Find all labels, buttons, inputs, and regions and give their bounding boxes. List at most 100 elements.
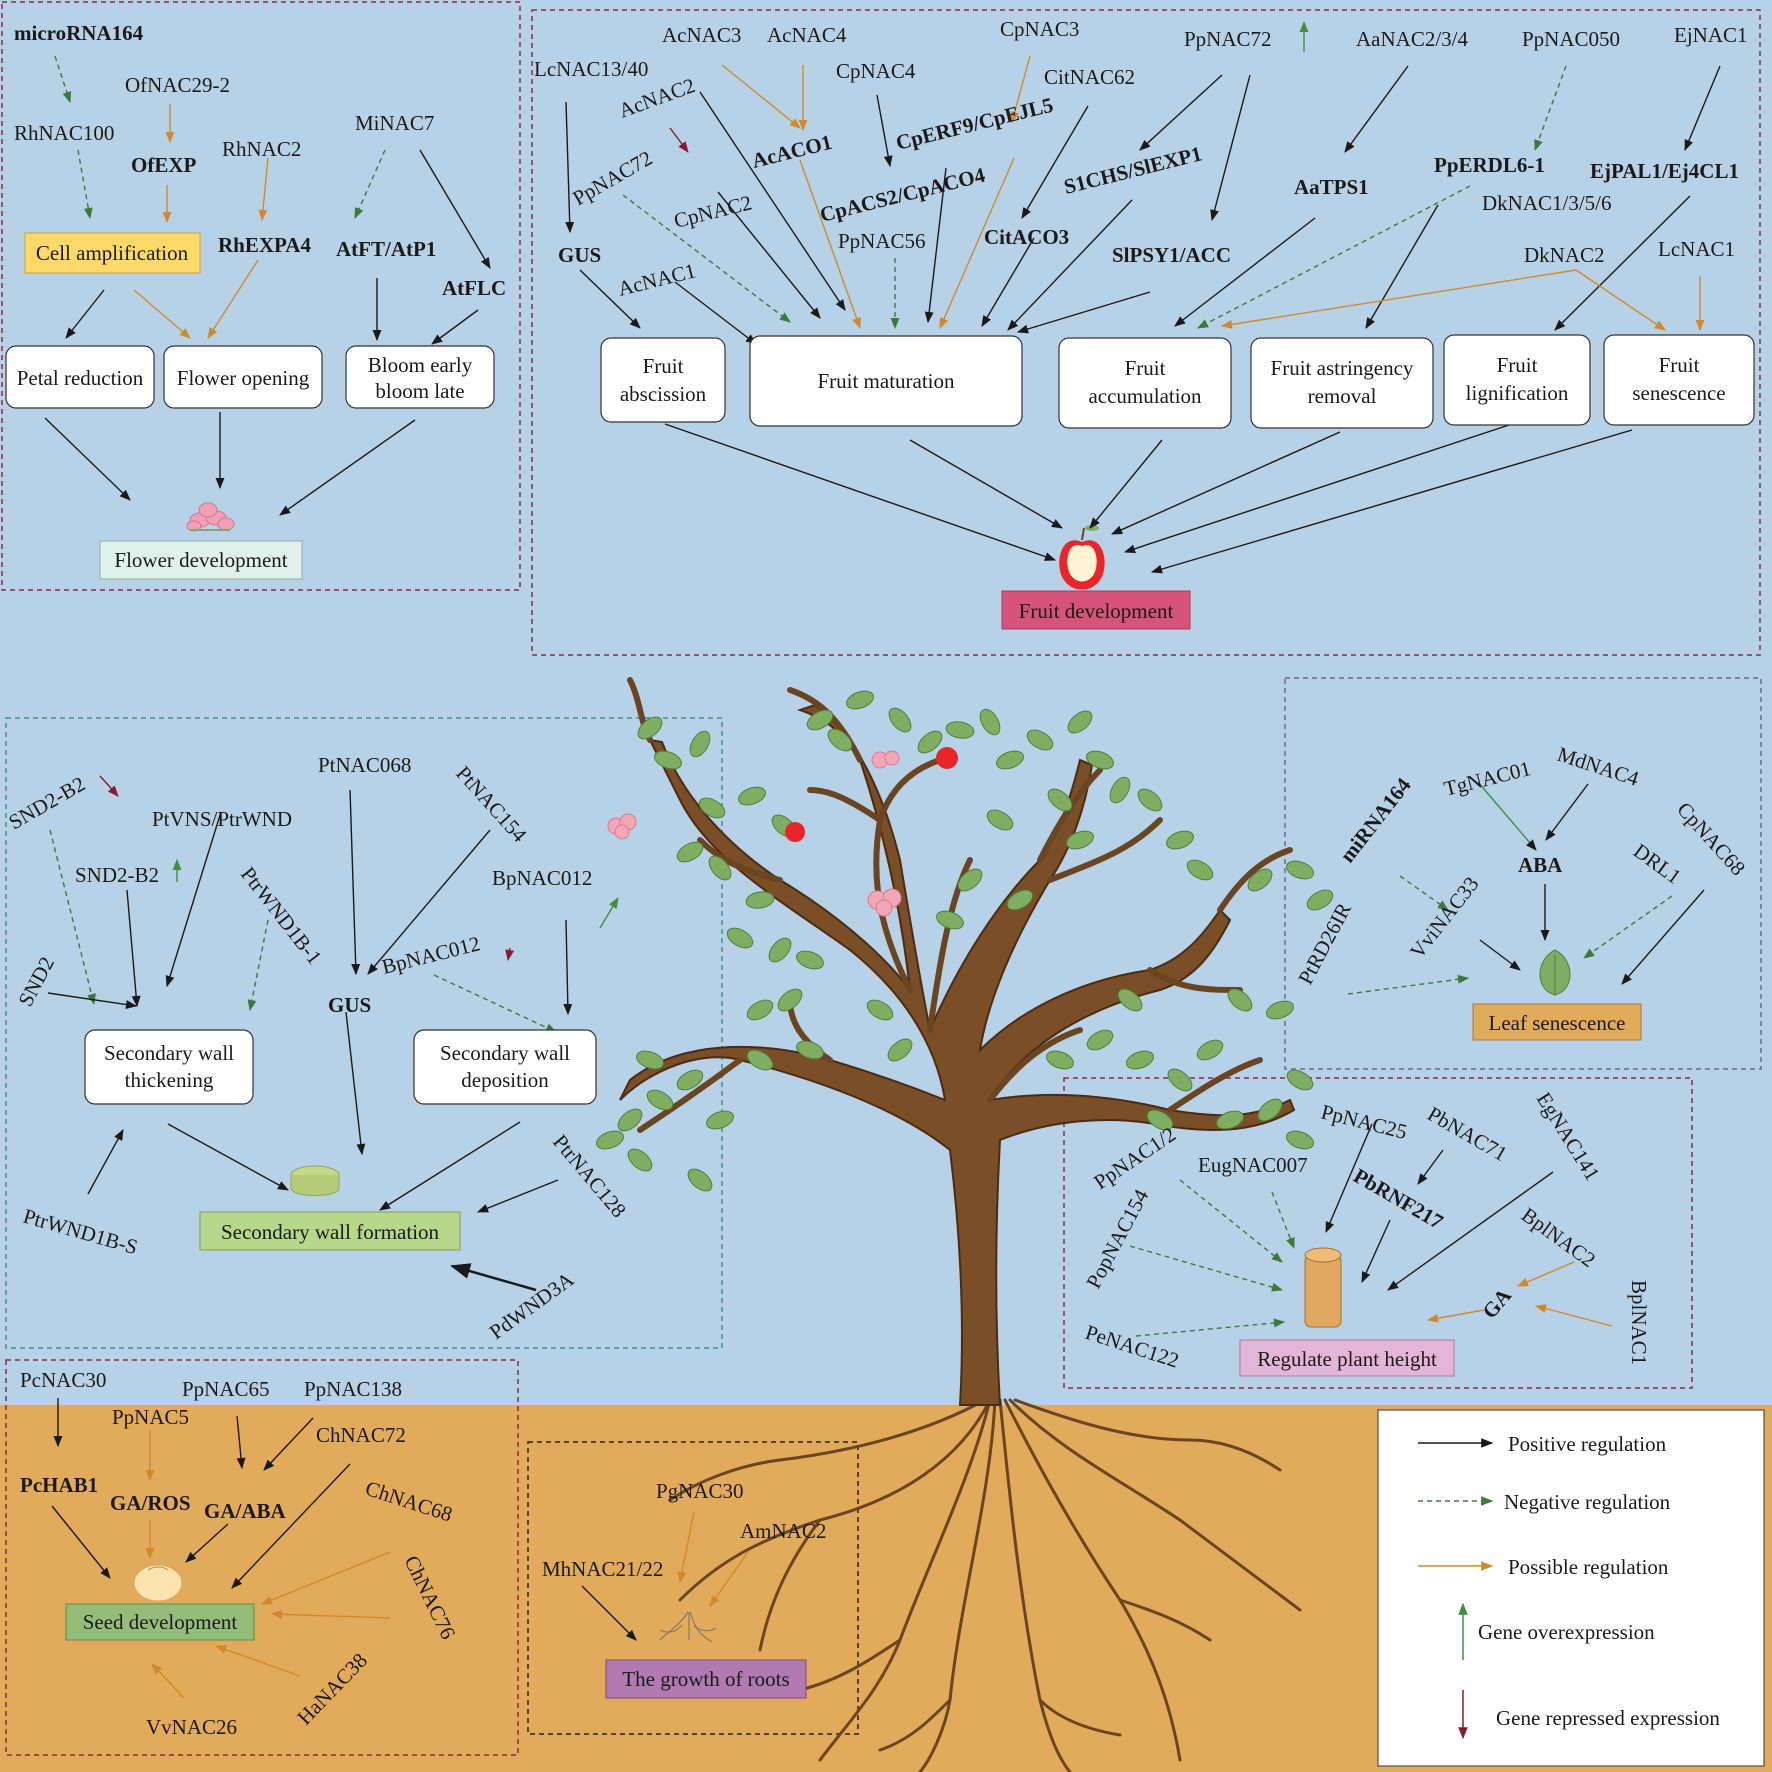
legend-repressed: Gene repressed expression (1496, 1706, 1720, 1730)
tree-leaf (888, 707, 912, 733)
leaf-icon (1539, 949, 1571, 996)
tree-canopy (619, 703, 1296, 1406)
tree-leaf (1086, 750, 1114, 770)
gene-lcnac13-40: LcNAC13/40 (534, 57, 648, 81)
gene-rhnac100: RhNAC100 (14, 121, 114, 145)
tree-leaf (1216, 1110, 1244, 1130)
apple-on-tree (785, 822, 805, 842)
tree-leaf (777, 988, 803, 1012)
wall-title: Secondary wall formation (221, 1220, 440, 1244)
fruit-abscission-label: Fruit abscission (619, 354, 707, 406)
tree-leaf (768, 937, 792, 963)
flower-icon (186, 502, 235, 532)
gene-citaco3: CitACO3 (984, 225, 1069, 249)
apple-icon (1059, 525, 1105, 590)
tree-leaf (627, 1148, 653, 1172)
gene-ppnac050: PpNAC050 (1522, 27, 1620, 51)
tree-leaf (1286, 1069, 1314, 1091)
tree-leaf (957, 868, 983, 892)
gene-rhnac2: RhNAC2 (222, 137, 301, 161)
tree-leaf (986, 809, 1014, 831)
tree-leaf (996, 750, 1024, 770)
tree-leaf (1247, 868, 1273, 892)
tree-leaf (687, 1168, 713, 1192)
fruit-maturation-box (749, 335, 1023, 427)
secondary-wall-formation-box (199, 1211, 461, 1251)
gene-dknac1-3-5-6: DkNAC1/3/5/6 (1482, 191, 1612, 215)
cell-amplification-label: Cell amplification (36, 241, 189, 265)
fruit-lignification-box (1443, 334, 1591, 426)
tree-leaf (936, 910, 964, 930)
legend-possible: Possible regulation (1508, 1555, 1669, 1579)
tree-leaf (596, 1130, 624, 1150)
legend-frame (1377, 1409, 1765, 1767)
flower-opening-label: Flower opening (177, 366, 310, 390)
tree-leaf (689, 730, 711, 758)
gene-snd2-b2-mid: SND2-B2 (75, 863, 159, 887)
gene-bplnac1: BplNAC1 (1627, 1280, 1651, 1365)
tree-leaf (1117, 988, 1143, 1012)
flower-section-frame (1, 1, 521, 591)
petal-reduction-box (5, 345, 155, 409)
fruit-senescence-box (1603, 334, 1755, 426)
seed-section-frame (5, 1359, 519, 1756)
tree-leaf (746, 1049, 774, 1071)
leaf-section-frame (1284, 677, 1762, 1070)
tree-leaf (1066, 830, 1094, 850)
tree-leaf (1046, 1050, 1074, 1070)
tree-leaf (917, 730, 943, 754)
gene-cpnac3: CpNAC3 (1000, 17, 1079, 41)
gene-acnac3: AcNAC3 (662, 23, 741, 47)
gene-aatps1: AaTPS1 (1294, 175, 1369, 199)
gene-slpsy1: SlPSY1/ACC (1112, 243, 1231, 267)
tree-leaf (1126, 1050, 1154, 1070)
leaf-senescence-box (1472, 1003, 1642, 1041)
tree-leaf (1137, 788, 1163, 812)
tree-leaf (1266, 1000, 1294, 1020)
tree-leaf (646, 1089, 674, 1111)
gene-pcnac30: PcNAC30 (20, 1368, 106, 1392)
height-section-frame (1063, 1077, 1693, 1389)
tree-leaf (887, 1038, 913, 1062)
blossom-on-tree (607, 750, 902, 917)
gene-ppnac65: PpNAC65 (182, 1377, 270, 1401)
tree-leaf (676, 841, 704, 863)
gene-ga-aba: GA/ABA (204, 1499, 287, 1523)
tree-leaf (1006, 889, 1034, 911)
tree-leaf (1186, 859, 1214, 881)
gene-ofexp: OfEXP (131, 153, 197, 177)
tree-leaf (1146, 1109, 1174, 1131)
gene-mhnac21-22: MhNAC21/22 (542, 1557, 663, 1581)
tree-leaf (745, 891, 775, 909)
flower-title: Flower development (114, 548, 287, 572)
gene-gus-fruit: GUS (558, 243, 601, 267)
tree-leaves (596, 690, 1334, 1192)
tree-leaf (654, 750, 682, 770)
tree-leaf (827, 728, 853, 752)
gene-minac7: MiNAC7 (355, 111, 434, 135)
secondary-wall-deposition-box (413, 1029, 597, 1105)
tree-leaf (1306, 889, 1334, 911)
secondary-wall-deposition-label: Secondary wall deposition (439, 1041, 571, 1092)
tree-leaf (617, 1108, 643, 1132)
tree-leaf (738, 786, 766, 806)
secondary-wall-thickening-box (84, 1029, 254, 1105)
roots-section-frame (527, 1441, 859, 1735)
gene-citnac62: CitNAC62 (1044, 65, 1135, 89)
bloom-box (345, 345, 495, 409)
cell-wall-icon (290, 1165, 340, 1196)
tree-leaf (746, 999, 774, 1021)
gene-amnac2: AmNAC2 (740, 1519, 826, 1543)
fruit-abscission-box (600, 337, 726, 423)
plant-height-box (1239, 1339, 1455, 1377)
tree-leaf (676, 1069, 704, 1091)
height-title: Regulate plant height (1257, 1347, 1437, 1371)
gene-ppnac56: PpNAC56 (838, 229, 926, 253)
fruit-astringency-box (1250, 337, 1434, 429)
tree-leaf (636, 1050, 664, 1070)
gene-pchab1: PcHAB1 (20, 1473, 98, 1497)
gene-gus-wall: GUS (328, 993, 371, 1017)
fruit-accumulation-label: Fruit accumulation (1088, 356, 1202, 408)
tree-leaf (726, 927, 754, 949)
